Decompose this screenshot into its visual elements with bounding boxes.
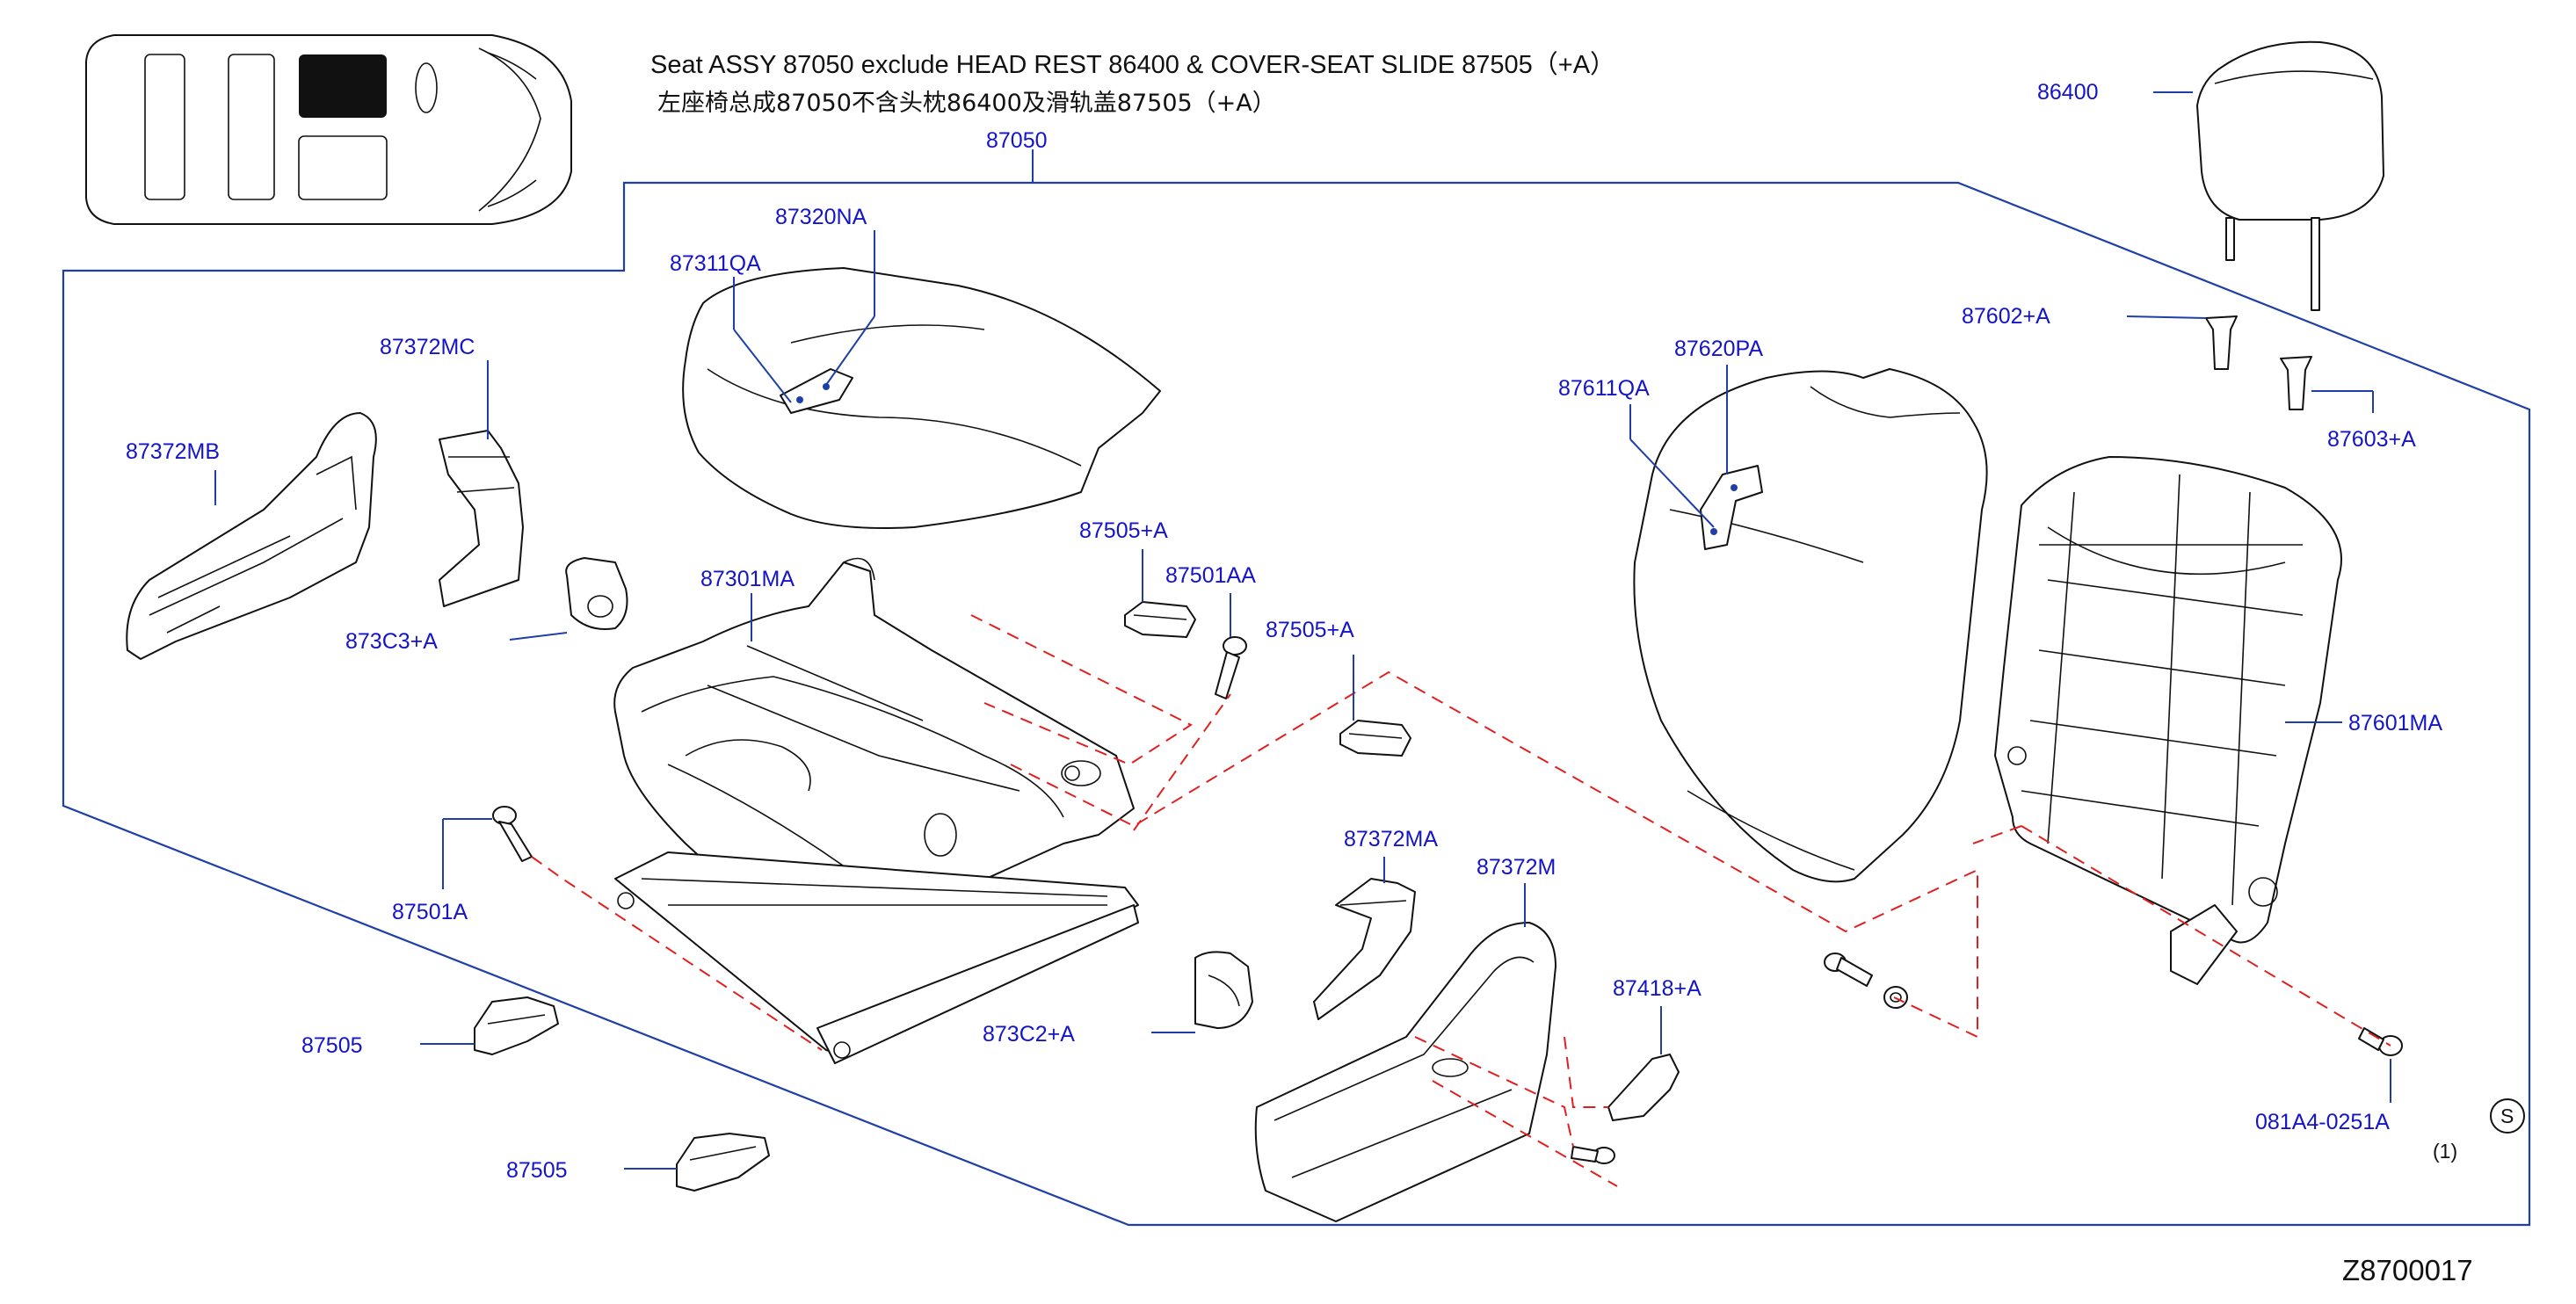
slide-cover-87505-1 [474, 996, 559, 1055]
callout-87320na[interactable]: 87320NA [775, 205, 867, 229]
callout-87505a-1[interactable]: 87505+A [1079, 518, 1168, 543]
seat-cushion-pad [682, 267, 1161, 529]
callout-87620pa[interactable]: 87620PA [1674, 337, 1763, 361]
callout-87501aa[interactable]: 87501AA [1165, 563, 1256, 588]
outer-trim-87372m [1254, 922, 1556, 1222]
diagram-id: Z8700017 [2342, 1254, 2473, 1286]
callout-87372mb[interactable]: 87372MB [126, 439, 220, 464]
headrest-part [2196, 40, 2384, 311]
callout-87311qa[interactable]: 87311QA [670, 251, 761, 276]
headrest-guide-87602a [2205, 315, 2238, 370]
callout-87301ma[interactable]: 87301MA [700, 567, 795, 591]
slide-cover-87505a-2 [1339, 720, 1411, 757]
callout-86400[interactable]: 86400 [2037, 80, 2099, 105]
vehicle-locator-icon [85, 34, 572, 225]
seat-back-pad [1633, 368, 1988, 883]
cap-873c3a [565, 557, 628, 630]
inner-trim-87372mc [439, 430, 524, 607]
bolt-87501aa [1215, 636, 1247, 699]
header-title-cn: 左座椅总成87050不含头枕86400及滑轨盖87505（+A） [657, 90, 1276, 117]
s-marker: S [2490, 1098, 2525, 1134]
callout-87372mc[interactable]: 87372MC [380, 335, 475, 359]
callout-87611qa[interactable]: 87611QA [1558, 376, 1650, 401]
lever-87418a [1607, 1054, 1680, 1121]
callout-87603a[interactable]: 87603+A [2327, 427, 2416, 452]
callout-87601ma[interactable]: 87601MA [2348, 711, 2442, 735]
leader-lines [214, 91, 2391, 1170]
bolt-87501a [492, 806, 533, 862]
s-marker-label: S [2500, 1105, 2514, 1127]
callout-87418a[interactable]: 87418+A [1613, 976, 1702, 1001]
callout-87505-1[interactable]: 87505 [301, 1033, 363, 1058]
callout-87372m[interactable]: 87372M [1477, 855, 1556, 880]
slide-cover-87505-2 [676, 1133, 770, 1192]
bolt-lower-a [1824, 953, 1873, 987]
callout-87501a[interactable]: 87501A [392, 900, 468, 924]
bolt-small [1571, 1146, 1615, 1164]
quantity-note: (1) [2433, 1140, 2457, 1163]
assembly-dash-lines [531, 614, 2391, 1187]
callout-87372ma[interactable]: 87372MA [1344, 827, 1438, 851]
callout-87505-2[interactable]: 87505 [506, 1158, 568, 1183]
trim-87372ma [1313, 878, 1416, 1020]
callout-081a4-0251a[interactable]: 081A4-0251A [2255, 1110, 2390, 1134]
headrest-guide-87603a [2280, 356, 2312, 410]
outer-trim-87372mb [126, 412, 377, 660]
seat-back-frame [1994, 456, 2342, 985]
slide-cover-87505a-1 [1124, 601, 1196, 638]
assembly-boundary [62, 181, 2531, 1227]
callout-873c2a[interactable]: 873C2+A [983, 1022, 1075, 1047]
header-title-en: Seat ASSY 87050 exclude HEAD REST 86400 … [650, 51, 1615, 79]
seat-cushion-frame [613, 557, 1139, 1064]
callout-873c3a[interactable]: 873C3+A [345, 629, 438, 654]
cap-873c2a [1194, 951, 1253, 1029]
callout-87505a-2[interactable]: 87505+A [1266, 618, 1354, 642]
callout-labels: 87050 86400 87320NA 87311QA 87372MC 8737… [126, 80, 2442, 1183]
callout-87602a[interactable]: 87602+A [1962, 304, 2050, 329]
bolt-081a4 [2358, 1027, 2403, 1056]
callout-87050[interactable]: 87050 [986, 128, 1048, 153]
